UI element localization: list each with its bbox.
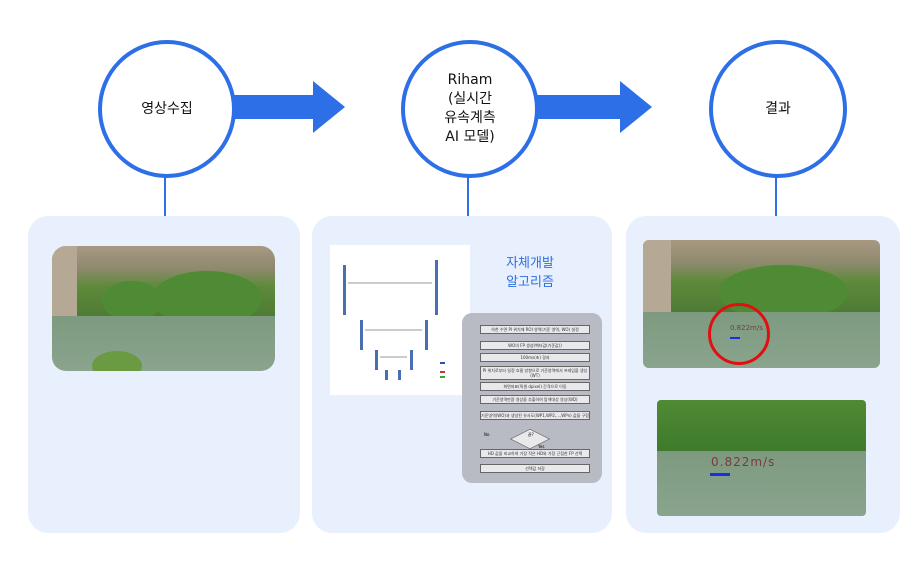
algorithm-title: 자체개발 알고리즘: [506, 256, 554, 290]
river-photo: [52, 246, 275, 371]
flow-arrow-2: [530, 81, 652, 133]
step-result: 결과: [709, 40, 847, 178]
connector-3: [775, 176, 777, 216]
step-video-collection: 영상수집: [98, 40, 236, 178]
flow-step: 하천 수면 PI 위치에 ROI 영역(기준 영역, WO) 설정: [480, 325, 590, 334]
flow-step: HD 값을 비교하여 가장 작은 HD와 가장 근접한 FP 선택: [480, 449, 590, 458]
flow-arrow-1: [225, 81, 345, 133]
algorithm-flowchart: 하천 수면 PI 위치에 ROI 영역(기준 영역, WO) 설정 WO의 FP…: [462, 313, 602, 483]
flow-step: 기준영역(WO)과 생성된 유사도(WP1,WP2,...,WPn) 값을 구함: [480, 411, 590, 420]
flow-no: No: [484, 432, 490, 437]
velocity-arrow-small: [730, 337, 740, 339]
flow-yes: Yes: [538, 444, 545, 449]
flow-step: WO의 FP 생성(벡터값(기준값)): [480, 341, 590, 350]
unet-architecture-diagram: [330, 245, 470, 395]
flow-step: 선택값 저장: [480, 464, 590, 473]
step-riham-model: Riham (실시간 유속계측 AI 모델): [401, 40, 539, 178]
flow-step: 기준영역만큼 영상을 추출하여 탐색대상 영상(WD): [480, 395, 590, 404]
result-photo-zoomed: 0.822m/s: [657, 400, 866, 516]
flow-step: 화면좌표(픽셀 dpixel) 간격으로 이동: [480, 382, 590, 391]
connector-1: [164, 176, 166, 216]
velocity-arrow: [710, 473, 730, 476]
flow-step: PI 위치로부터 일정 흐름 방향으로 기준영역에서 프레임을 생성(WT): [480, 366, 590, 380]
connector-2: [467, 176, 469, 216]
flow-decision: 끝?: [528, 432, 534, 437]
velocity-label: 0.822m/s: [711, 455, 776, 469]
result-photo-wide: 0.822m/s: [643, 240, 880, 368]
velocity-label-small: 0.822m/s: [730, 324, 763, 332]
flow-step: 100ms(초) 경과: [480, 353, 590, 362]
